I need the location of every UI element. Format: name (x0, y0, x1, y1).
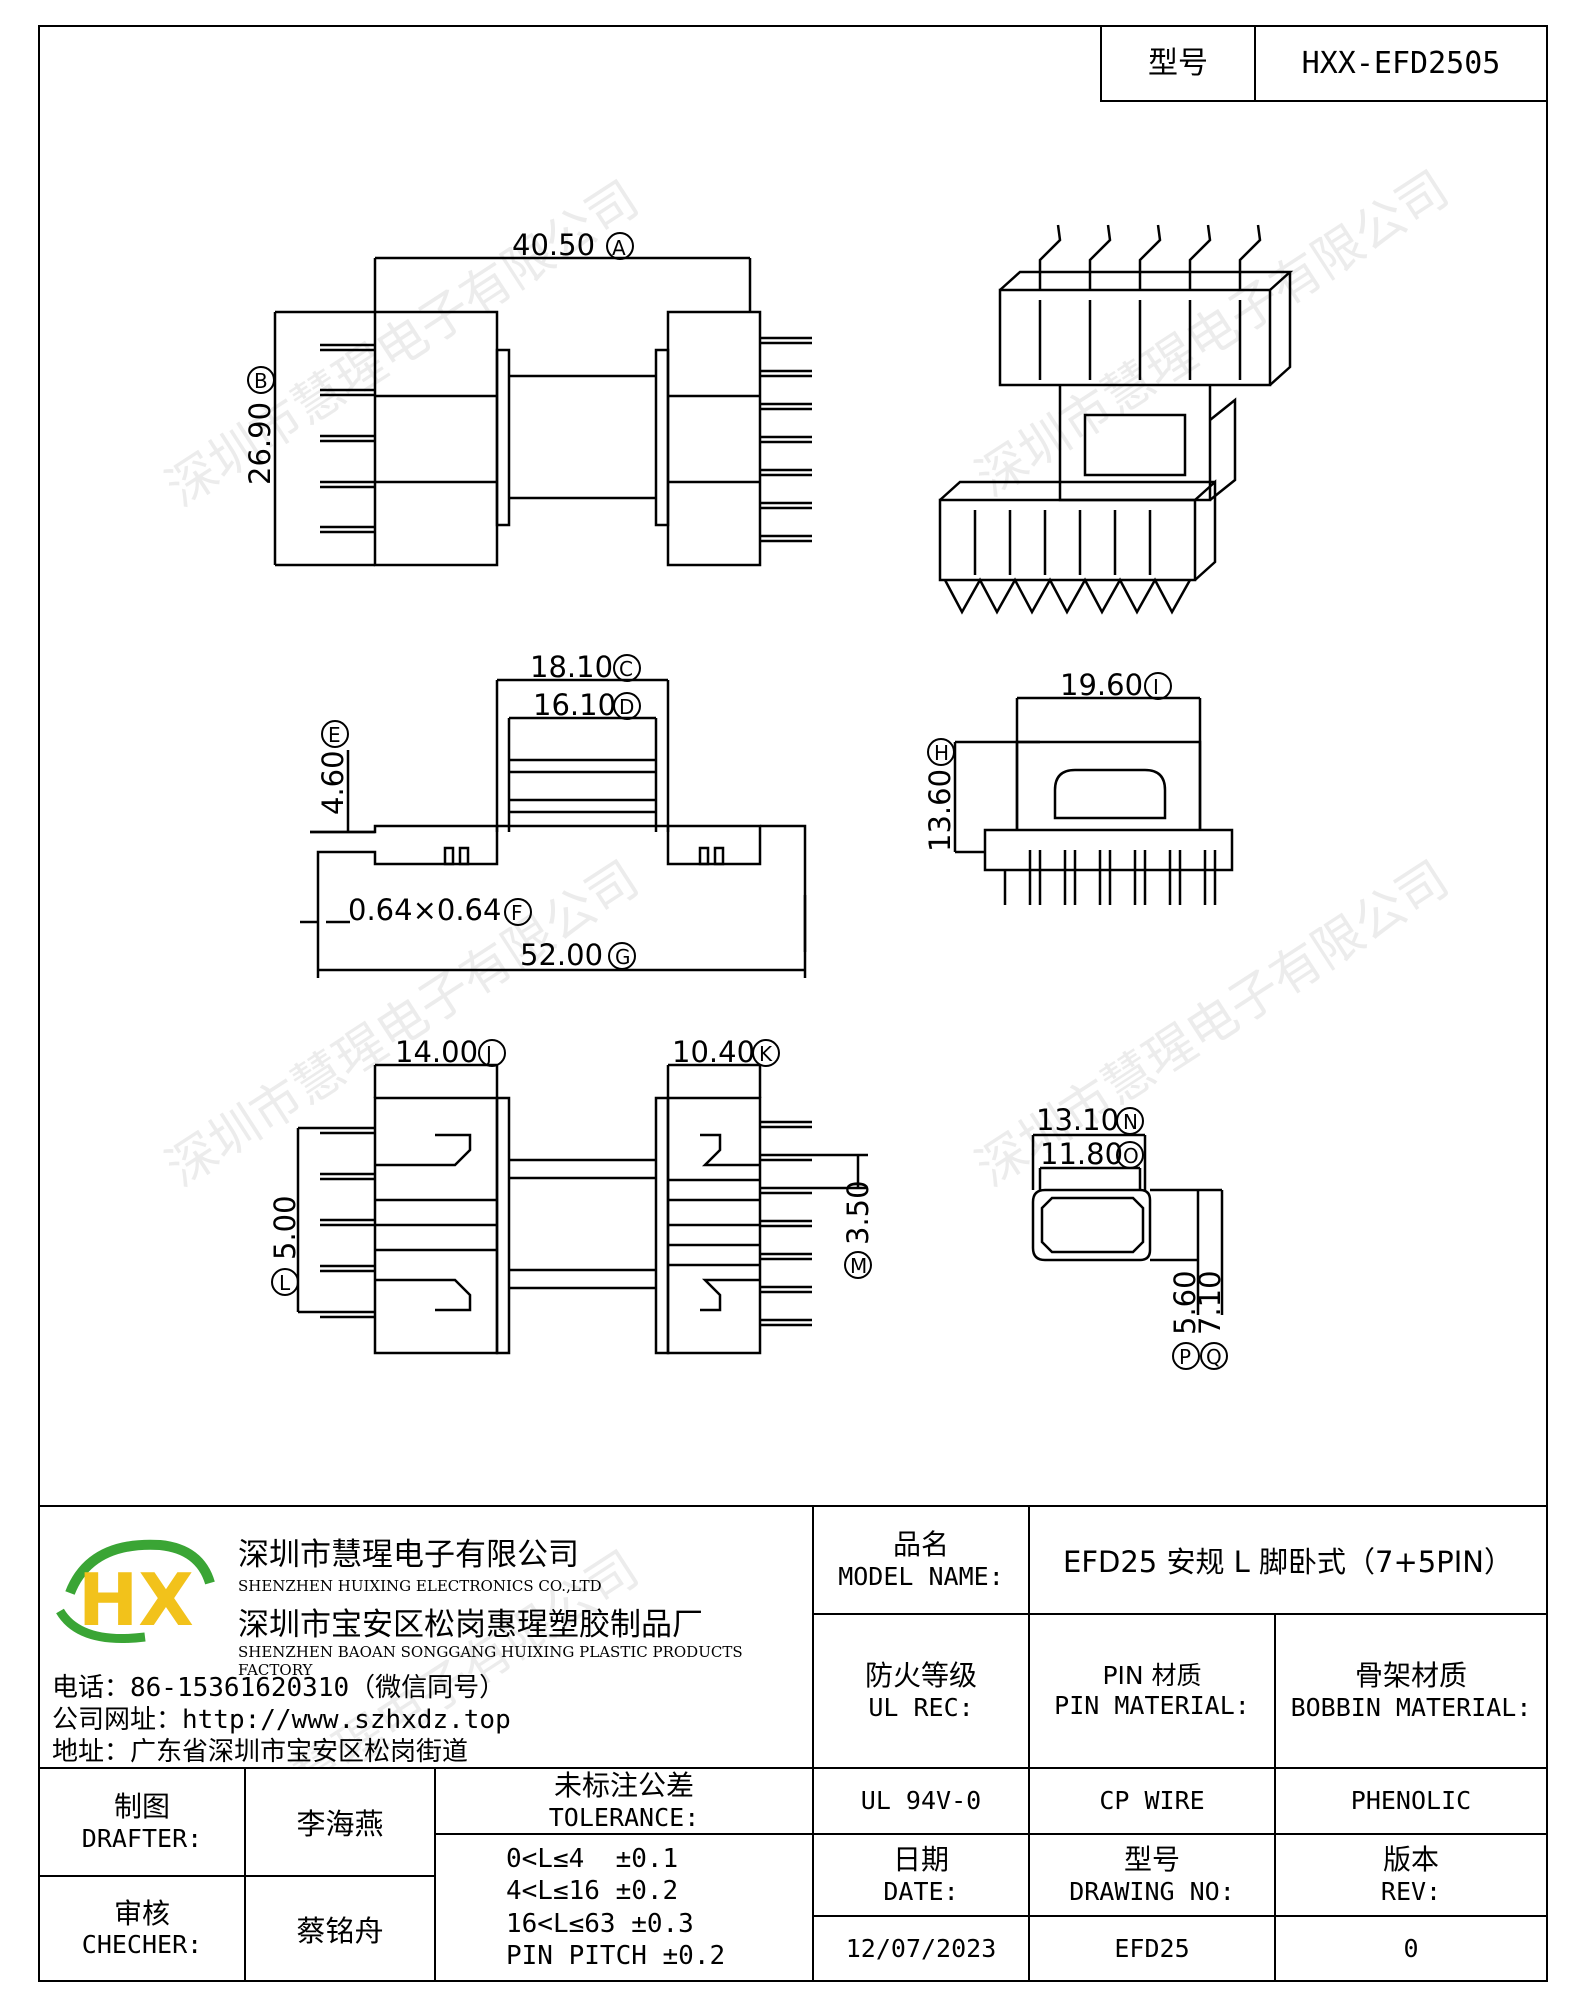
drafter-label: 制图 DRAFTER: (38, 1767, 246, 1877)
tolerance-line: 0<L≤4 ±0.1 (506, 1843, 679, 1874)
dim-K: 10.40 (672, 1035, 755, 1069)
marker-H: H (934, 741, 949, 765)
rev-label-cn: 版本 (1382, 1843, 1439, 1877)
bobbin-material-label: 骨架材质 BOBBIN MATERIAL: (1274, 1613, 1548, 1769)
marker-F: F (511, 901, 523, 925)
fire-rating-label-en: UL REC: (868, 1692, 974, 1722)
marker-A: A (612, 236, 626, 260)
drafter-label-en: DRAFTER: (81, 1823, 203, 1853)
fire-rating-label: 防火等级 UL REC: (812, 1613, 1030, 1769)
marker-O: O (1123, 1144, 1139, 1168)
checker-name: 蔡铭舟 (244, 1875, 436, 1982)
dim-F: 0.64×0.64 (348, 893, 501, 927)
bottom-view (296, 1063, 868, 1355)
model-name-label-en: MODEL NAME: (838, 1561, 1004, 1591)
rev-value: 0 (1274, 1915, 1548, 1982)
marker-P: P (1179, 1345, 1191, 1369)
dim-H: 13.60 (923, 769, 957, 852)
marker-C: C (619, 657, 633, 681)
date-label-en: DATE: (883, 1876, 959, 1906)
dim-A: 40.50 (512, 228, 595, 262)
top-view (273, 256, 812, 567)
header-model-value: HXX-EFD2505 (1254, 25, 1548, 102)
marker-Q: Q (1206, 1345, 1222, 1369)
marker-M: M (850, 1254, 867, 1278)
dimension-labels: 40.50 A 26.90 B 18.10 C 16.10 D 4.60 E 0… (243, 228, 1228, 1370)
marker-K: K (759, 1042, 773, 1066)
dim-J: 14.00 (395, 1035, 478, 1069)
checker-label: 审核 CHECHER: (38, 1875, 246, 1982)
drawing-no-label-en: DRAWING NO: (1069, 1876, 1235, 1906)
fire-rating-label-cn: 防火等级 (864, 1659, 977, 1693)
company-logo: HX (56, 1539, 215, 1644)
bobbin-material-label-cn: 骨架材质 (1354, 1659, 1467, 1693)
section-view (1031, 1133, 1224, 1315)
drafter-name: 李海燕 (244, 1767, 436, 1877)
dim-P: 5.60 (1168, 1270, 1202, 1335)
tolerance-line: 4<L≤16 ±0.2 (506, 1876, 679, 1906)
bobbin-material-value: PHENOLIC (1274, 1767, 1548, 1835)
date-value: 12/07/2023 (812, 1915, 1030, 1982)
dim-E: 4.60 (316, 750, 350, 815)
model-name-label-cn: 品名 (892, 1528, 949, 1562)
drafter-label-cn: 制图 (113, 1790, 170, 1824)
title-block (38, 1505, 1548, 1984)
front-view (300, 678, 807, 978)
factory-name-en: SHENZHEN BAOAN SONGGANG HUIXING PLASTIC … (238, 1643, 743, 1679)
marker-I: I (1153, 675, 1159, 699)
fire-rating-value: UL 94V-0 (812, 1767, 1030, 1835)
tolerance-line: 16<L≤63 ±0.3 (506, 1908, 694, 1939)
company-address: 地址：广东省深圳市宝安区松岗街道 (52, 1737, 469, 1767)
pin-material-label-cn: PIN 材质 (1102, 1661, 1202, 1690)
dim-B: 26.90 (243, 402, 277, 485)
dim-M: 3.50 (841, 1180, 875, 1245)
drawing-no-label: 型号 DRAWING NO: (1028, 1833, 1276, 1917)
marker-E: E (328, 723, 341, 747)
rev-label-en: REV: (1380, 1876, 1442, 1906)
date-label: 日期 DATE: (812, 1833, 1030, 1917)
isometric-view (938, 224, 1294, 615)
dim-N: 13.10 (1036, 1103, 1119, 1137)
marker-L: L (279, 1271, 291, 1295)
side-view (953, 696, 1234, 905)
company-phone: 电话：86-15361620310（微信同号） (52, 1673, 506, 1703)
checker-label-cn: 审核 (113, 1896, 170, 1930)
company-website: 公司网址：http://www.szhxdz.top (52, 1705, 511, 1735)
marker-G: G (615, 945, 631, 969)
tolerance-label-cn: 未标注公差 (553, 1769, 694, 1803)
company-panel: HX 深圳市慧瑆电子有限公司 SHENZHEN HUIXING ELECTRON… (38, 1505, 814, 1767)
company-name-cn: 深圳市慧瑆电子有限公司 (238, 1537, 579, 1573)
rev-label: 版本 REV: (1274, 1833, 1548, 1917)
pin-material-label: PIN 材质 PIN MATERIAL: (1028, 1613, 1276, 1769)
marker-D: D (619, 695, 634, 719)
marker-B: B (254, 369, 268, 393)
dim-I: 19.60 (1060, 668, 1143, 702)
tolerance-line: PIN PITCH ±0.2 (506, 1941, 726, 1971)
header-model-label: 型号 (1100, 25, 1256, 102)
dim-C: 18.10 (530, 650, 613, 684)
bobbin-material-label-en: BOBBIN MATERIAL: (1290, 1692, 1532, 1722)
date-label-cn: 日期 (892, 1843, 949, 1877)
technical-drawing: 40.50 A 26.90 B 18.10 C 16.10 D 4.60 E 0… (243, 224, 1294, 1370)
drawing-no-label-cn: 型号 (1123, 1843, 1180, 1877)
dim-Q: 7.10 (1193, 1270, 1227, 1335)
model-name-value: EFD25 安规 L 脚卧式（7+5PIN） (1028, 1505, 1548, 1615)
dim-D: 16.10 (533, 688, 616, 722)
model-name-label: 品名 MODEL NAME: (812, 1505, 1030, 1615)
dim-G: 52.00 (520, 938, 603, 972)
company-name-en: SHENZHEN HUIXING ELECTRONICS CO.,LTD (238, 1577, 602, 1595)
dim-O: 11.80 (1040, 1137, 1123, 1171)
checker-label-en: CHECHER: (81, 1930, 203, 1960)
tolerance-label-en: TOLERANCE: (548, 1802, 700, 1832)
marker-J: J (484, 1042, 492, 1066)
tolerance-table: 0<L≤4 ±0.1 4<L≤16 ±0.2 16<L≤63 ±0.3 PIN … (434, 1833, 814, 1982)
pin-material-label-en: PIN MATERIAL: (1054, 1691, 1250, 1720)
drawing-no-value: EFD25 (1028, 1915, 1276, 1982)
factory-name-cn: 深圳市宝安区松岗惠瑆塑胶制品厂 (238, 1607, 703, 1643)
tolerance-label: 未标注公差 TOLERANCE: (434, 1767, 814, 1835)
marker-N: N (1123, 1110, 1138, 1134)
logo-text: HX (78, 1558, 194, 1642)
dim-L: 5.00 (268, 1195, 302, 1260)
pin-material-value: CP WIRE (1028, 1767, 1276, 1835)
